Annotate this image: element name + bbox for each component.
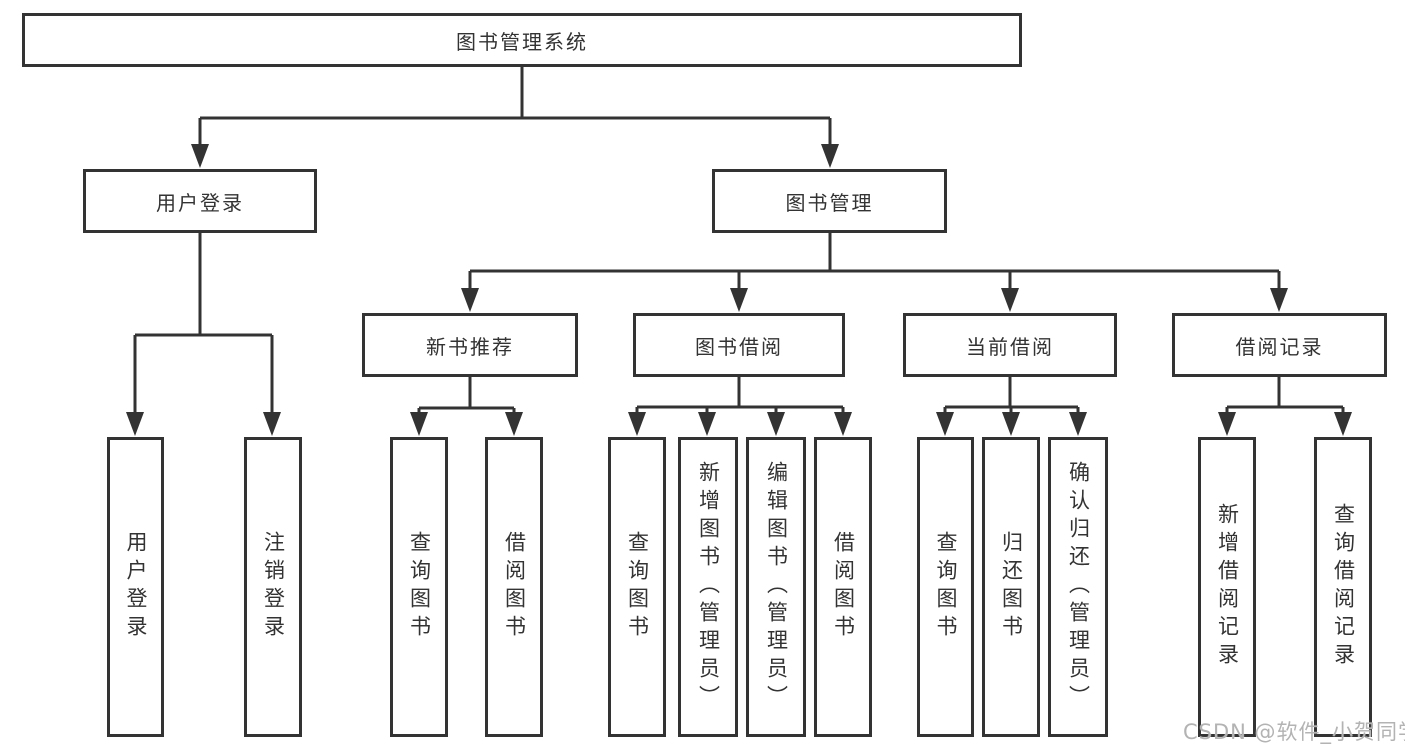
node-borrow-records: 借阅记录 [1172, 313, 1387, 377]
leaf-query-books-current: 查询图书 [917, 437, 974, 737]
leaf-return-books: 归还图书 [982, 437, 1040, 737]
leaf-borrow-books-recommend: 借阅图书 [485, 437, 543, 737]
leaf-query-books-recommend: 查询图书 [390, 437, 448, 737]
csdn-watermark: CSDN @软件_小贺同学 [1183, 720, 1405, 744]
node-book-management: 图书管理 [712, 169, 947, 233]
leaf-borrow-books: 借阅图书 [814, 437, 872, 737]
leaf-logout: 注销登录 [244, 437, 302, 737]
leaf-user-login: 用户登录 [107, 437, 164, 737]
node-current-borrow: 当前借阅 [903, 313, 1117, 377]
node-user-login: 用户登录 [83, 169, 317, 233]
node-library-management-system: 图书管理系统 [22, 13, 1022, 67]
leaf-query-books-borrow: 查询图书 [608, 437, 666, 737]
leaf-edit-books-admin: 编辑图书（管理员） [746, 437, 806, 737]
node-new-book-recommend: 新书推荐 [362, 313, 578, 377]
node-book-borrow: 图书借阅 [633, 313, 845, 377]
leaf-query-borrow-record: 查询借阅记录 [1314, 437, 1372, 737]
leaf-add-borrow-record: 新增借阅记录 [1198, 437, 1256, 737]
leaf-confirm-return-admin: 确认归还（管理员） [1048, 437, 1108, 737]
leaf-add-books-admin: 新增图书（管理员） [678, 437, 738, 737]
